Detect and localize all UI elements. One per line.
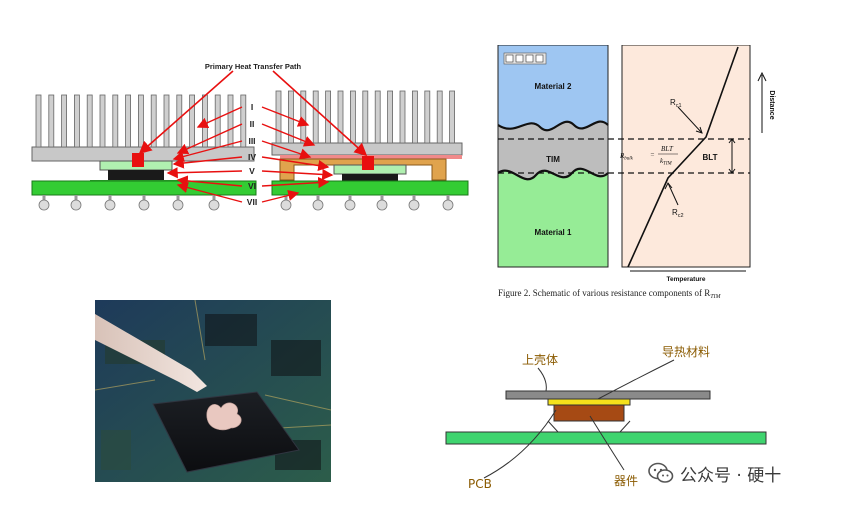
svg-text:kTIM: kTIM <box>660 157 673 167</box>
figure-caption-sub: TIM <box>710 294 721 300</box>
bulk-equation: Rbulk = BLT kTIM <box>619 145 678 167</box>
heat-transfer-path-diagram: Primary Heat Transfer Path I II III IV V… <box>28 55 478 230</box>
upper-shell <box>505 390 711 400</box>
toolbar-icons <box>503 52 547 65</box>
label-vi: VI <box>248 181 256 191</box>
rc1-sub: c1 <box>676 103 682 109</box>
tim-schematic-svg: Material 2 TIM Material 1 BLT Rc1 Rc2 Rb… <box>497 45 775 300</box>
watermark: 公众号 · 硬十 <box>648 460 781 486</box>
label-v: V <box>249 166 255 176</box>
label-i: I <box>251 102 253 112</box>
material-1-region <box>498 168 608 267</box>
assembly-svg: 上壳体 导热材料 PCB 器件 <box>445 345 767 490</box>
temperature-axis-label: Temperature <box>667 276 706 283</box>
material-2-region <box>498 45 608 131</box>
blt-label: BLT <box>703 153 718 162</box>
rc2-sub: c2 <box>678 213 684 219</box>
svg-text:Rc1: Rc1 <box>670 98 682 109</box>
svg-text:Rbulk: Rbulk <box>619 152 634 162</box>
chip <box>152 391 300 473</box>
heat-path-svg: Primary Heat Transfer Path I II III IV V… <box>31 62 469 211</box>
svg-text:Figure 2. Schematic of various: Figure 2. Schematic of various resistanc… <box>498 288 722 300</box>
thermal-paste-blob <box>206 402 242 431</box>
wechat-icon <box>648 462 674 483</box>
tim-resistance-schematic: Material 2 TIM Material 1 BLT Rc1 Rc2 Rb… <box>496 45 796 303</box>
device <box>553 404 625 422</box>
material-2-label: Material 2 <box>535 82 572 91</box>
rc2-label: R <box>672 208 678 217</box>
eq-lhs-sub: bulk <box>624 157 633 162</box>
eq-numerator: BLT <box>661 145 674 153</box>
tim-label: TIM <box>546 155 560 164</box>
eq-lhs: R <box>619 152 625 160</box>
svg-text:Rc2: Rc2 <box>672 208 684 219</box>
thermal-material-label: 导热材料 <box>662 345 710 359</box>
device-label: 器件 <box>614 474 638 488</box>
watermark-text: 公众号 · 硬十 <box>680 465 782 486</box>
solder-balls <box>38 195 454 211</box>
label-vii: VII <box>247 197 257 207</box>
heat-path-title: Primary Heat Transfer Path <box>205 62 302 71</box>
right-package <box>279 156 447 182</box>
temperature-plot <box>621 45 751 268</box>
thermal-material <box>547 398 631 406</box>
label-iii: III <box>248 136 255 146</box>
distance-axis-label: Distance <box>768 90 775 119</box>
photo-svg <box>95 300 331 482</box>
tim-region <box>498 121 608 180</box>
assembly-diagram: 上壳体 导热材料 PCB 器件 <box>438 340 778 490</box>
pcb-board <box>445 431 767 445</box>
label-ii: II <box>250 119 255 129</box>
svg-text:=: = <box>650 151 655 159</box>
rc1-label: R <box>670 98 676 107</box>
left-pcb <box>31 180 257 196</box>
pcb-label: PCB <box>468 477 492 490</box>
right-heatsink <box>271 90 463 159</box>
thermal-paste-photo <box>95 300 331 482</box>
eq-den-sub: TIM <box>663 162 672 167</box>
eq-denominator: k <box>660 157 664 165</box>
figure-caption: Figure 2. Schematic of various resistanc… <box>498 288 710 298</box>
material-1-label: Material 1 <box>535 228 572 237</box>
syringe <box>95 314 207 392</box>
upper-shell-label: 上壳体 <box>522 353 558 367</box>
label-iv: IV <box>248 152 256 162</box>
